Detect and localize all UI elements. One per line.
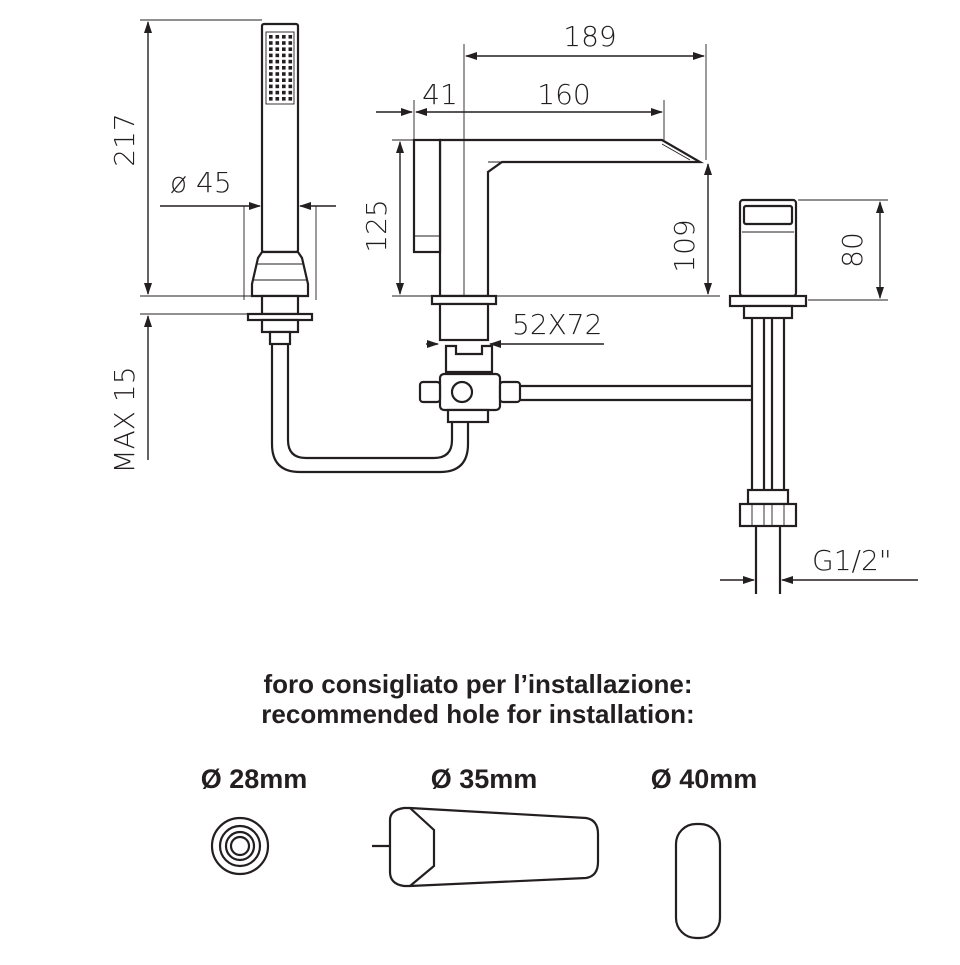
spray-nozzle [275, 47, 280, 51]
spray-nozzle [269, 59, 273, 64]
dimension-lines [140, 19, 918, 584]
spray-nozzle [288, 59, 293, 64]
spray-nozzle [275, 90, 280, 95]
mixer-drawing [728, 198, 808, 594]
installation-section: foro consigliato per l’installazione: re… [201, 669, 758, 940]
hole-40-top-view [674, 822, 722, 940]
spray-nozzle [269, 47, 273, 51]
spray-nozzle [288, 78, 293, 82]
spray-nozzle [282, 90, 286, 95]
dim-217: 217 [108, 113, 141, 166]
spray-nozzle [282, 59, 286, 64]
hole-label-40: Ø 40mm [651, 764, 758, 794]
spout-drawing [412, 138, 752, 424]
spray-nozzle [269, 84, 273, 89]
dimension-labels: 217 ø 45 MAX 15 189 41 160 125 109 52X72… [108, 20, 892, 577]
spray-nozzle [282, 47, 286, 51]
hand-shower-drawing [246, 22, 470, 474]
installation-title-en: recommended hole for installation: [261, 699, 694, 729]
spray-nozzle [275, 84, 280, 89]
dim-41: 41 [422, 78, 458, 111]
spray-nozzle [269, 41, 273, 45]
spray-nozzle [269, 66, 273, 70]
spray-nozzle [282, 66, 286, 70]
dim-80: 80 [836, 232, 869, 268]
spray-nozzle [288, 66, 293, 70]
spray-nozzle [282, 72, 286, 76]
hole-35-top-view [372, 806, 600, 888]
spray-nozzle [275, 35, 280, 39]
spray-nozzle [269, 97, 273, 101]
spray-nozzle [282, 84, 286, 89]
spray-nozzle [282, 97, 286, 101]
spray-nozzle [282, 78, 286, 82]
spray-nozzle [288, 72, 293, 76]
dim-109: 109 [668, 219, 701, 272]
spray-nozzle [275, 53, 280, 58]
spray-nozzle [269, 35, 273, 39]
spray-nozzle [275, 59, 280, 64]
spray-nozzle [282, 35, 286, 39]
spray-nozzle [275, 97, 280, 101]
spray-nozzle [275, 78, 280, 82]
dim-g12: G1/2" [812, 544, 892, 577]
spray-nozzle [275, 72, 280, 76]
dim-160: 160 [537, 78, 590, 111]
spray-nozzle [269, 72, 273, 76]
hole-label-28: Ø 28mm [201, 764, 308, 794]
hole-label-35: Ø 35mm [431, 764, 538, 794]
spray-nozzle [282, 53, 286, 58]
installation-title-it: foro consigliato per l’installazione: [263, 669, 692, 699]
spray-nozzle [269, 90, 273, 95]
spray-nozzle [288, 41, 293, 45]
dim-189: 189 [563, 20, 616, 53]
spray-nozzles [265, 31, 295, 105]
dim-125: 125 [360, 199, 393, 252]
spray-nozzle [288, 84, 293, 89]
dim-max-15: MAX 15 [108, 366, 141, 473]
spray-nozzle [288, 90, 293, 95]
spray-nozzle [269, 78, 273, 82]
spray-nozzle [288, 47, 293, 51]
dim-diameter-45: ø 45 [170, 166, 232, 199]
spray-nozzle [275, 66, 280, 70]
hole-28-top-view [210, 816, 270, 876]
spray-nozzle [288, 97, 293, 101]
spray-nozzle [275, 41, 280, 45]
spray-nozzle [269, 53, 273, 58]
dim-52x72: 52X72 [512, 308, 602, 341]
spray-nozzle [282, 41, 286, 45]
spray-nozzle [288, 53, 293, 58]
spray-nozzle [288, 35, 293, 39]
